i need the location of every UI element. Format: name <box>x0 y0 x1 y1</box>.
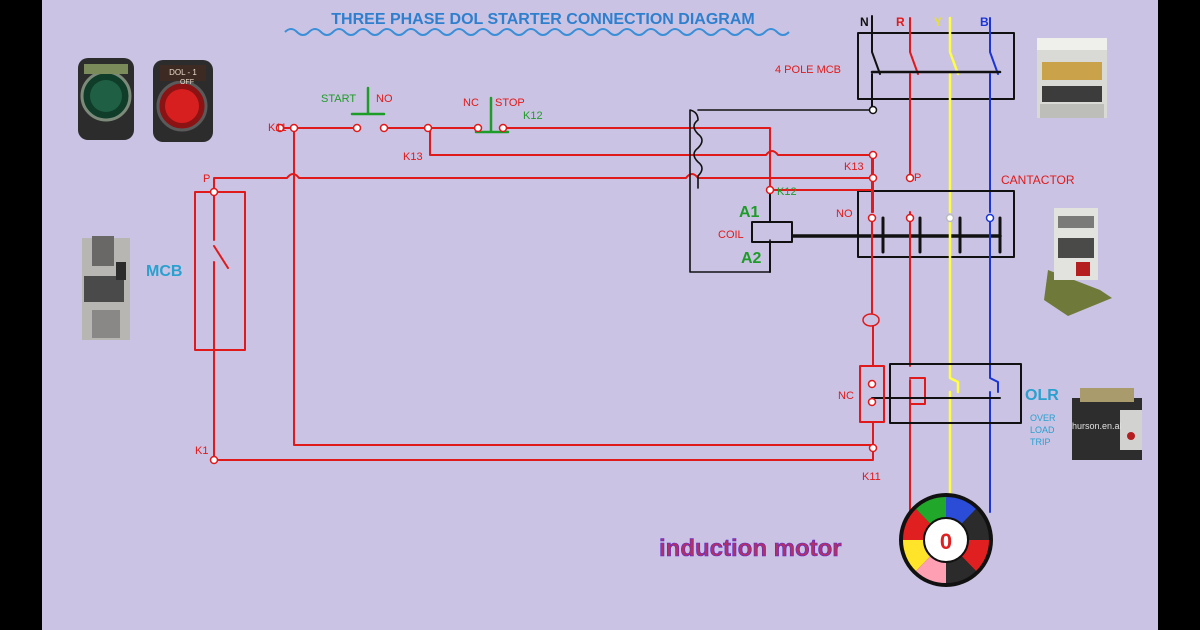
induction-motor-symbol: 0 <box>899 493 993 587</box>
label-mcb: MCB <box>146 263 182 280</box>
olr-box <box>889 363 1022 424</box>
diagram-canvas: THREE PHASE DOL STARTER CONNECTION DIAGR… <box>42 0 1158 630</box>
label-induction-motor: induction motor <box>659 535 842 562</box>
start-pushbutton-symbol <box>350 86 386 116</box>
terminal-neutral <box>868 105 878 115</box>
wire-k11-return <box>293 127 874 446</box>
olr-image: hurson.en.al <box>1072 388 1142 460</box>
stop-button-text-1: DOL - 1 <box>169 68 197 77</box>
olr-nc-box <box>859 365 885 423</box>
r-line-top <box>909 17 919 179</box>
contactor-contacts <box>881 216 1002 254</box>
terminals <box>209 123 995 465</box>
b-line-top <box>989 17 999 213</box>
label-k12-top: K12 <box>523 110 543 122</box>
label-k11-top: K11 <box>268 122 287 134</box>
label-olr: OLR <box>1025 387 1059 404</box>
dol-diagram: THREE PHASE DOL STARTER CONNECTION DIAGR… <box>78 11 1142 587</box>
label-k11-bottom: K11 <box>862 471 881 483</box>
contactor-coil <box>751 221 793 243</box>
diagram-title: THREE PHASE DOL STARTER CONNECTION DIAGR… <box>331 11 754 28</box>
olr-heater-r <box>909 377 926 405</box>
control-mcb-switch <box>213 191 229 461</box>
contactor-box <box>857 190 1015 258</box>
label-k12-right: K12 <box>777 186 797 198</box>
label-overload-1: OVER <box>1030 413 1056 423</box>
wire-k1-bottom <box>213 447 874 461</box>
contactor-image <box>1044 208 1112 316</box>
label-a1: A1 <box>739 204 760 221</box>
label-stop: STOP <box>495 97 525 109</box>
label-olr-nc: NC <box>838 390 854 402</box>
wire-p-line <box>213 173 874 193</box>
label-cantactor: CANTACTOR <box>1001 173 1075 187</box>
wire-a2-return <box>689 109 771 273</box>
title-wave-decoration <box>284 28 790 36</box>
y-line-top <box>948 16 960 214</box>
label-stop-nc: NC <box>463 97 479 109</box>
label-p-right: P <box>914 172 921 184</box>
four-pole-mcb-box <box>857 32 1015 100</box>
label-k13-left: K13 <box>403 151 423 163</box>
label-phase-y: Y <box>934 15 942 29</box>
stop-button-text-2: OFF <box>180 79 194 86</box>
label-start: START <box>321 93 356 105</box>
motor-center-label: 0 <box>940 529 952 554</box>
label-contactor-no: NO <box>836 208 853 220</box>
stop-button-image: DOL - 1 OFF <box>153 60 213 142</box>
label-phase-n: N <box>860 15 869 29</box>
y-line-main <box>948 218 960 514</box>
label-start-no: NO <box>376 93 393 105</box>
label-k13-right: K13 <box>844 161 864 173</box>
control-mcb-box <box>194 191 246 351</box>
neutral-line-top <box>871 15 881 111</box>
label-four-pole-mcb: 4 POLE MCB <box>775 64 841 76</box>
olr-image-watermark: hurson.en.al <box>1072 421 1122 431</box>
four-pole-mcb-image <box>1037 38 1107 118</box>
label-coil: COIL <box>718 229 744 241</box>
label-k1: K1 <box>195 445 208 457</box>
wire-k13-hold <box>429 127 874 156</box>
mcb-device-image <box>82 236 130 340</box>
wire-start-stop-line <box>279 127 771 191</box>
label-a2: A2 <box>741 250 762 267</box>
label-phase-b: B <box>980 15 989 29</box>
label-p-left: P <box>203 173 210 185</box>
label-overload-3: TRIP <box>1030 437 1051 447</box>
b-line-main <box>989 219 999 513</box>
label-phase-r: R <box>896 15 905 29</box>
label-overload-2: LOAD <box>1030 425 1055 435</box>
start-button-image <box>78 58 134 140</box>
